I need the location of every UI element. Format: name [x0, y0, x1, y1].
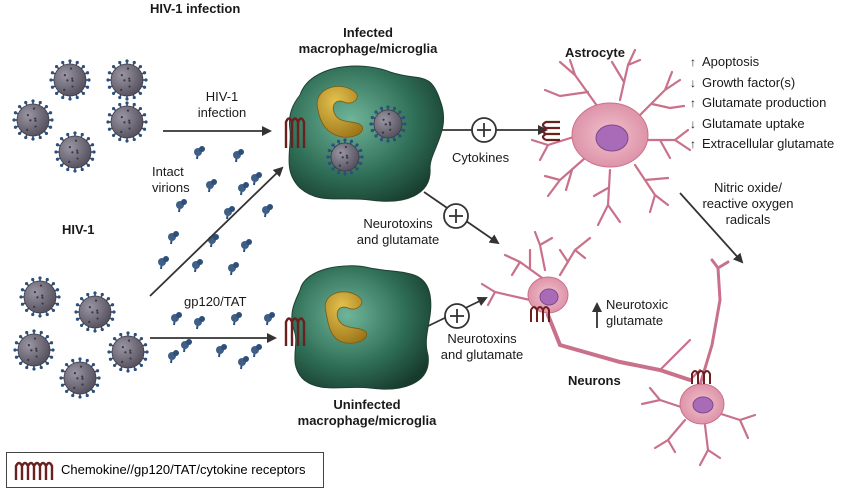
intracellular-virion	[326, 138, 364, 176]
up-arrow-icon: ↑	[690, 96, 696, 110]
neuron-nucleus	[539, 288, 559, 306]
gp120-fragment-icon	[228, 262, 239, 276]
hiv1-virions	[12, 59, 149, 399]
neurotoxins-bottom-label: Neurotoxins and glutamate	[440, 331, 524, 362]
virion-icon	[49, 59, 91, 101]
gp120-fragment-icon	[158, 256, 169, 270]
nitric-oxide-label: Nitric oxide/ reactive oxygen radicals	[702, 180, 794, 227]
hiv1-infection-heading: HIV-1 infection	[150, 1, 241, 16]
gp120-fragment-icon	[168, 350, 179, 364]
gp120-fragment-icon	[206, 179, 217, 193]
plus-icon-neurotoxins-bottom	[444, 303, 470, 329]
receptor-icon	[530, 306, 550, 322]
intact-virions-arrow	[149, 166, 284, 297]
astrocyte-effects-list: ↑ Apoptosis ↓ Growth factor(s) ↑ Glutamate pr…	[690, 52, 834, 155]
effect-text: Glutamate production	[702, 95, 827, 110]
effect-item: ↑ Apoptosis	[690, 52, 834, 73]
uninfected-macrophage-label: Uninfected macrophage/microglia	[297, 397, 437, 428]
virion-icon	[19, 276, 61, 318]
receptor-icon	[284, 317, 306, 346]
hiv1-heading: HIV-1	[62, 222, 95, 237]
down-arrow-icon: ↓	[690, 116, 696, 131]
gp120-fragment-icon	[194, 146, 205, 160]
gp120-fragment-icon	[168, 231, 179, 245]
astrocyte-nucleus	[595, 124, 629, 152]
virion-icon	[107, 331, 149, 373]
gp120-fragment-icon	[251, 344, 262, 358]
gp120-fragment-icon	[241, 239, 252, 253]
virion-icon	[13, 329, 55, 371]
neuron-cells	[480, 230, 757, 467]
effect-item: ↓ Growth factor(s)	[690, 73, 834, 94]
plus-icon-cytokines	[471, 117, 497, 143]
uninfected-macrophage	[291, 265, 432, 390]
gp120-fragment-icon	[208, 234, 219, 248]
virion-icon	[106, 101, 148, 143]
gp120-fragment-icon	[238, 356, 249, 370]
infection-arrow-label: HIV-1 infection	[197, 89, 247, 120]
down-arrow-icon: ↓	[690, 75, 696, 90]
intracellular-virion	[369, 105, 407, 143]
effect-text: Apoptosis	[702, 54, 760, 69]
neuron-nucleus	[692, 396, 714, 414]
virion-icon	[74, 291, 116, 333]
gp120-fragment-icon	[171, 312, 182, 326]
gp120-fragment-icon	[262, 204, 273, 218]
receptor-icon	[691, 370, 711, 384]
infected-macrophage	[288, 65, 445, 202]
receptor-icon	[284, 117, 306, 148]
macrophage-nucleus	[316, 86, 364, 138]
gp120-fragment-icon	[238, 182, 249, 196]
receptor-legend: Chemokine//gp120/TAT/cytokine receptors	[6, 452, 324, 488]
up-arrow-icon: ↑	[690, 137, 696, 151]
receptor-legend-text: Chemokine//gp120/TAT/cytokine receptors	[61, 462, 306, 477]
virion-icon	[59, 357, 101, 399]
astrocyte-cell	[530, 48, 692, 227]
effect-item: ↓ Glutamate uptake	[690, 114, 834, 135]
gp120-fragment-icon	[194, 316, 205, 330]
effect-text: Extracellular glutamate	[702, 136, 835, 151]
gp120-fragment-icon	[181, 339, 192, 353]
gp120-fragment-icon	[216, 344, 227, 358]
intracellular-virion-icon	[369, 105, 407, 143]
gp120-fragment-icon	[192, 259, 203, 273]
gp120-fragment-icon	[224, 206, 235, 220]
infected-macrophage-label: Infected macrophage/microglia	[298, 25, 438, 56]
neurotoxins-top-label: Neurotoxins and glutamate	[356, 216, 440, 247]
plus-icon-neurotoxins-top	[443, 203, 469, 229]
virion-icon	[12, 99, 54, 141]
gp120-fragment-icon	[264, 312, 275, 326]
intracellular-virion-icon	[326, 138, 364, 176]
cytokines-label: Cytokines	[452, 150, 510, 165]
gp120-fragment-icon	[231, 312, 242, 326]
nitric-oxide-arrow	[679, 192, 744, 264]
effect-item: ↑ Extracellular glutamate	[690, 134, 834, 155]
macrophage-nucleus	[324, 291, 368, 344]
virion-icon	[106, 59, 148, 101]
effect-text: Glutamate uptake	[702, 115, 805, 131]
receptor-legend-icon	[14, 461, 54, 480]
astrocyte-label: Astrocyte	[565, 45, 625, 60]
up-arrow-icon: ↑	[690, 55, 696, 69]
gp120-tat-label: gp120/TAT	[184, 294, 247, 309]
gp120-fragment-icon	[176, 199, 187, 213]
receptor-icon	[541, 120, 560, 142]
gp120-tat-fragments	[158, 146, 275, 370]
gp120-fragment-icon	[251, 172, 262, 186]
intact-virions-label: Intact virions	[152, 164, 190, 195]
virion-icon	[54, 131, 96, 173]
neurons-label: Neurons	[568, 373, 621, 388]
effect-item: ↑ Glutamate production	[690, 93, 834, 114]
gp120-fragment-icon	[233, 149, 244, 163]
neurotoxic-glutamate-label: Neurotoxic glutamate	[606, 297, 669, 328]
effect-text: Growth factor(s)	[702, 74, 796, 90]
